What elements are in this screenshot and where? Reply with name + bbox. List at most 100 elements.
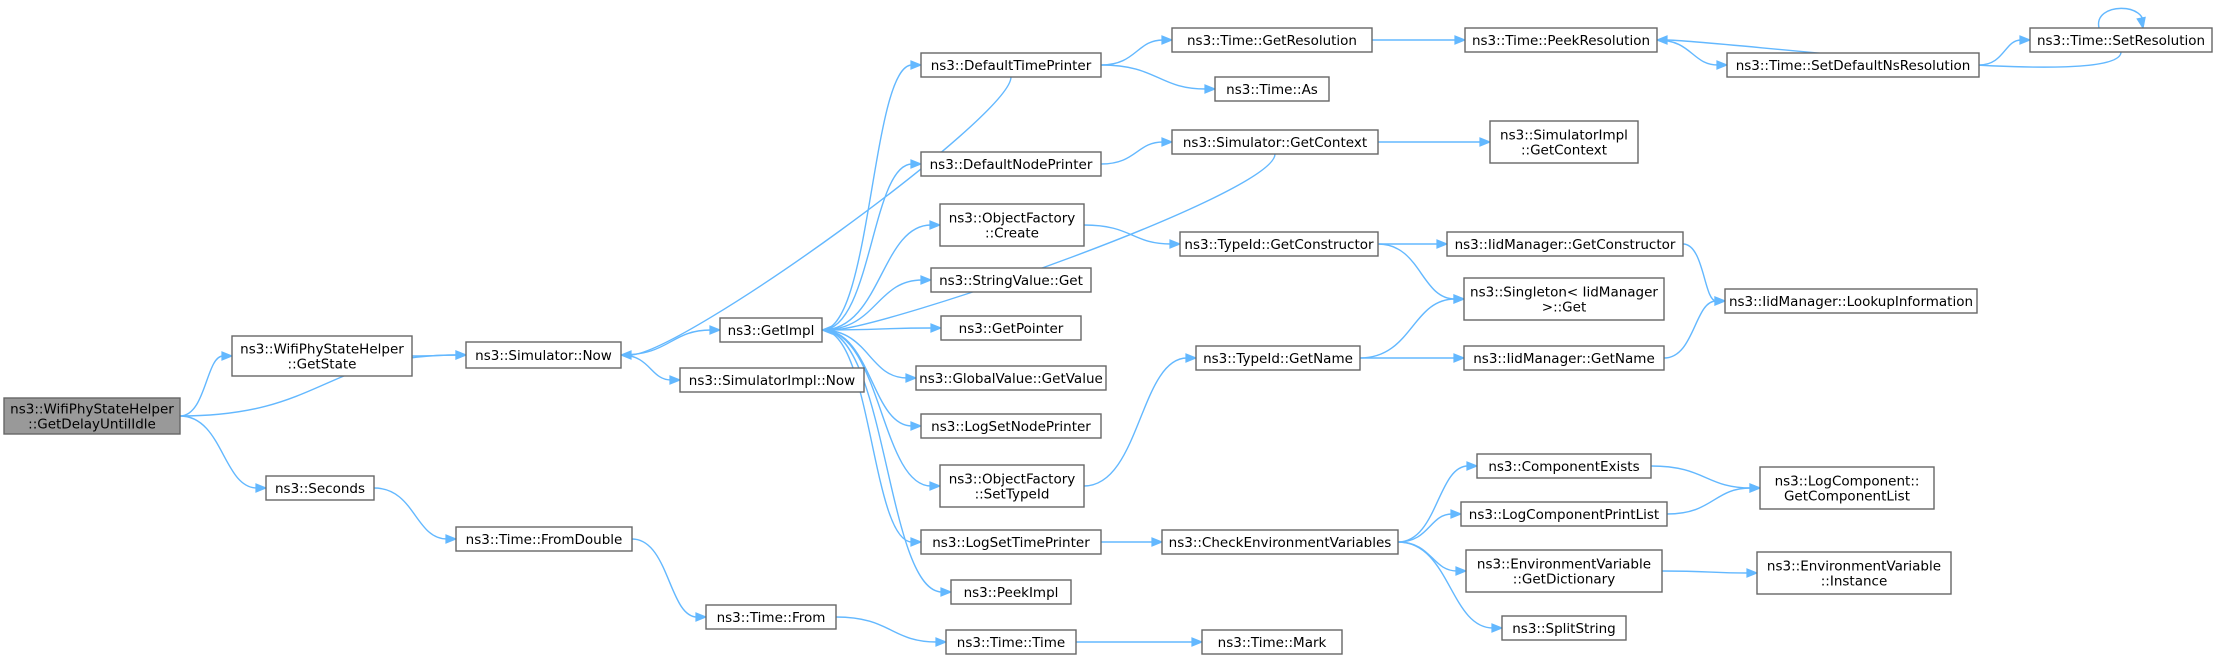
node-box — [1463, 345, 1665, 371]
node-box — [705, 604, 837, 630]
edge-tidname-to-iidname — [1360, 353, 1466, 363]
node-gvget[interactable]: ns3::GlobalValue::GetValue — [915, 365, 1107, 391]
node-mark[interactable]: ns3::Time::Mark — [1201, 629, 1343, 655]
edge-logcpl-to-logcomplist — [1666, 483, 1762, 515]
node-box — [939, 203, 1085, 247]
node-setres[interactable]: ns3::Time::SetResolution — [2029, 27, 2213, 53]
node-getres[interactable]: ns3::Time::GetResolution — [1171, 27, 1373, 53]
edge-arrowhead — [1716, 60, 1729, 70]
edge-line — [1663, 300, 1717, 359]
edge-arrowhead — [2136, 16, 2146, 30]
node-label: ns3::Simulator::GetContext — [1183, 135, 1367, 151]
edge-simnow-to-simimplnow — [620, 354, 682, 385]
edge-logtime-to-checkenv — [1100, 537, 1164, 547]
node-logcomplist[interactable]: ns3::LogComponent::GetComponentList — [1759, 466, 1935, 510]
edge-line — [830, 153, 1276, 331]
node-singleton[interactable]: ns3::Singleton< IidManager >::Get — [1463, 277, 1665, 321]
node-iidlookup[interactable]: ns3::IidManager::LookupInformation — [1724, 288, 1978, 314]
node-label: ns3::SimulatorImpl — [1500, 128, 1628, 144]
node-label: ::SetTypeId — [975, 487, 1050, 503]
node-setdefns[interactable]: ns3::Time::SetDefaultNsResolution — [1726, 52, 1980, 78]
edge-arrowhead — [1436, 239, 1449, 249]
node-box — [1465, 549, 1663, 593]
edge-getimpl-to-strget — [821, 275, 933, 331]
edge-seconds-to-fromdouble — [373, 487, 458, 544]
edge-simctx-to-getimpl — [820, 153, 1276, 335]
edge-getstate-to-simnow — [411, 350, 468, 360]
edge-tidname-to-singleton — [1359, 294, 1466, 359]
node-label: ns3::Simulator::Now — [475, 348, 612, 364]
node-root[interactable]: ns3::WifiPhyStateHelper::GetDelayUntilId… — [3, 397, 181, 435]
node-simimplnow[interactable]: ns3::SimulatorImpl::Now — [679, 367, 865, 393]
node-label: ns3::PeekImpl — [964, 585, 1059, 601]
node-envinst[interactable]: ns3::EnvironmentVariable::Instance — [1756, 551, 1952, 595]
node-getimpl[interactable]: ns3::GetImpl — [719, 317, 823, 343]
node-label: ns3::Time::Time — [957, 635, 1065, 651]
node-lognode[interactable]: ns3::LogSetNodePrinter — [920, 413, 1102, 439]
edge-ofset-to-tidname — [1083, 353, 1198, 487]
node-box — [1464, 27, 1658, 53]
edge-setres-to-setres — [2098, 7, 2146, 30]
node-checkenv[interactable]: ns3::CheckEnvironmentVariables — [1161, 529, 1399, 555]
edge-deftime-to-getres — [1100, 35, 1174, 66]
node-defnode[interactable]: ns3::DefaultNodePrinter — [920, 151, 1102, 177]
node-seconds[interactable]: ns3::Seconds — [265, 475, 375, 501]
edge-iidctor-to-iidlookup — [1682, 243, 1727, 306]
node-iidctor[interactable]: ns3::IidManager::GetConstructor — [1446, 231, 1684, 257]
nodes-layer: ns3::WifiPhyStateHelper::GetDelayUntilId… — [3, 27, 2213, 655]
node-iidname[interactable]: ns3::IidManager::GetName — [1463, 345, 1665, 371]
edge-arrowhead — [709, 325, 722, 335]
node-label: ns3::TypeId::GetConstructor — [1184, 237, 1374, 253]
node-label: ns3::Seconds — [275, 481, 365, 497]
edge-arrowhead — [1161, 137, 1174, 147]
node-simimplctx[interactable]: ns3::SimulatorImpl::GetContext — [1489, 120, 1639, 164]
node-logtime[interactable]: ns3::LogSetTimePrinter — [920, 529, 1102, 555]
node-simctx[interactable]: ns3::Simulator::GetContext — [1171, 129, 1379, 155]
node-ofset[interactable]: ns3::ObjectFactory::SetTypeId — [939, 464, 1085, 508]
node-box — [1463, 277, 1665, 321]
node-deftime[interactable]: ns3::DefaultTimePrinter — [920, 52, 1102, 78]
edge-simctx-to-simimplctx — [1378, 137, 1492, 147]
node-time[interactable]: ns3::Time::Time — [945, 629, 1077, 655]
edge-line — [2098, 7, 2144, 29]
node-compexists[interactable]: ns3::ComponentExists — [1476, 453, 1652, 479]
edge-line — [821, 224, 932, 331]
node-getptr[interactable]: ns3::GetPointer — [940, 315, 1082, 341]
node-tidname[interactable]: ns3::TypeId::GetName — [1195, 345, 1361, 371]
node-peekres[interactable]: ns3::Time::PeekResolution — [1464, 27, 1658, 53]
node-label: ns3::GlobalValue::GetValue — [919, 371, 1103, 387]
node-label: ::GetState — [288, 357, 357, 373]
node-box — [3, 397, 181, 435]
node-strget[interactable]: ns3::StringValue::Get — [930, 267, 1092, 293]
edge-arrowhead — [1655, 35, 1668, 45]
node-label: ns3::LogComponent:: — [1775, 474, 1920, 490]
edge-arrowhead — [905, 373, 918, 383]
edge-line — [1397, 513, 1453, 543]
edge-arrowhead — [929, 220, 942, 230]
node-timeas[interactable]: ns3::Time::As — [1214, 76, 1330, 102]
node-envdict[interactable]: ns3::EnvironmentVariable::GetDictionary — [1465, 549, 1663, 593]
node-label: ns3::Time::PeekResolution — [1472, 33, 1650, 49]
node-logcpl[interactable]: ns3::LogComponentPrintList — [1460, 501, 1668, 527]
node-box — [231, 335, 413, 377]
edge-line — [835, 616, 938, 643]
node-getstate[interactable]: ns3::WifiPhyStateHelper::GetState — [231, 335, 413, 377]
node-box — [2029, 27, 2213, 53]
node-label: ns3::CheckEnvironmentVariables — [1169, 535, 1392, 551]
node-label: ns3::Time::SetDefaultNsResolution — [1736, 58, 1971, 74]
edge-arrowhead — [1453, 294, 1466, 304]
node-ofcreate[interactable]: ns3::ObjectFactory::Create — [939, 203, 1085, 247]
edge-getimpl-to-ofcreate — [821, 220, 942, 331]
node-simnow[interactable]: ns3::Simulator::Now — [465, 341, 622, 369]
node-fromdouble[interactable]: ns3::Time::FromDouble — [455, 526, 633, 552]
node-label: ns3::SplitString — [1512, 621, 1616, 637]
node-tidctor[interactable]: ns3::TypeId::GetConstructor — [1179, 231, 1379, 257]
node-box — [920, 529, 1102, 555]
edge-getimpl-to-logtime — [821, 329, 923, 547]
node-peekimpl[interactable]: ns3::PeekImpl — [950, 579, 1072, 605]
node-from[interactable]: ns3::Time::From — [705, 604, 837, 630]
edge-arrowhead — [255, 483, 268, 493]
edge-arrowhead — [1169, 239, 1182, 249]
node-label: ns3::IidManager::GetConstructor — [1455, 237, 1676, 253]
node-split[interactable]: ns3::SplitString — [1501, 615, 1627, 641]
